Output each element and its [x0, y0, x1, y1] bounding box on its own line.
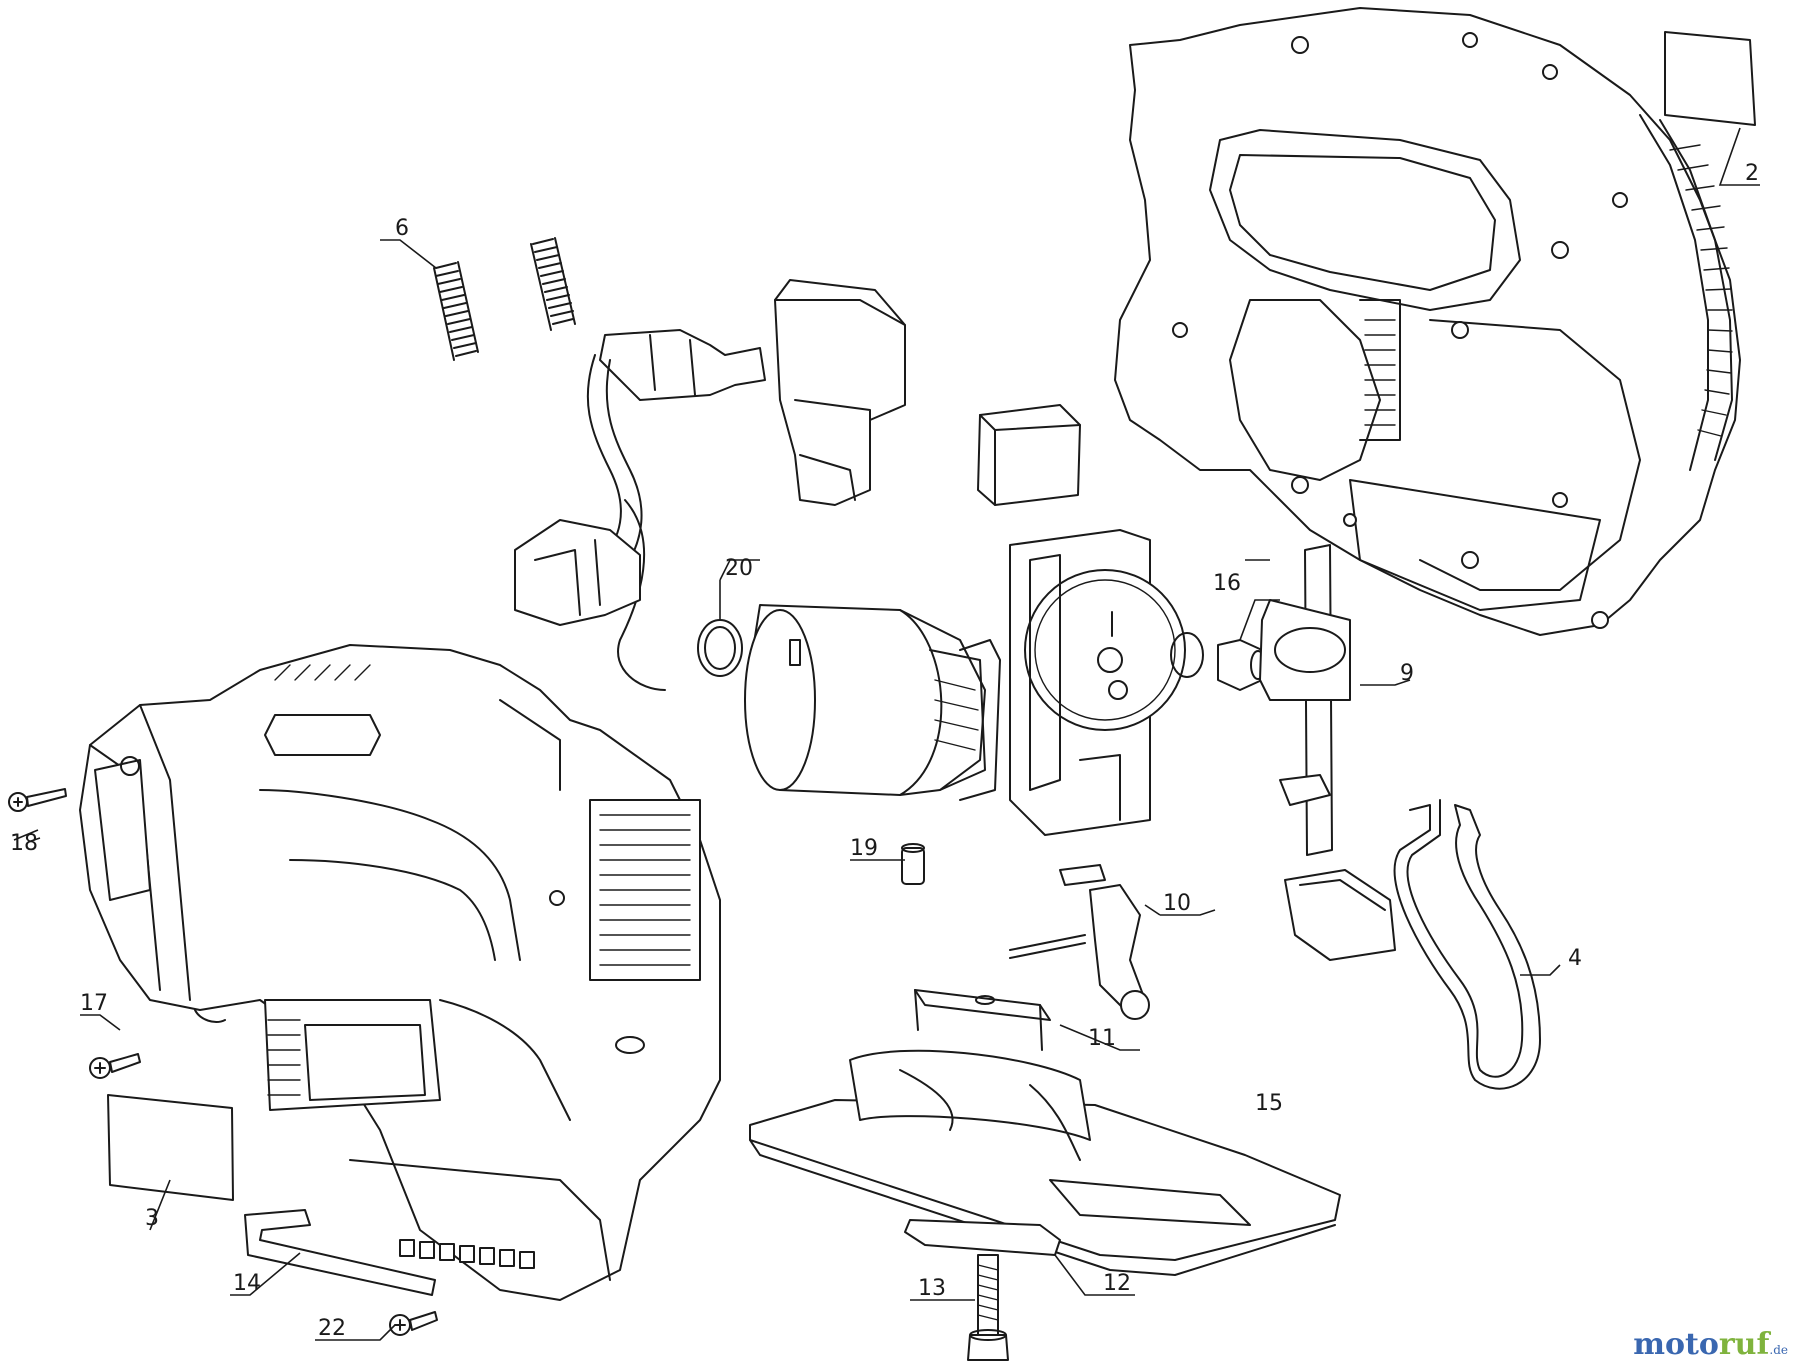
bolt-part-13 — [967, 1254, 1009, 1361]
label-plate-part-2 — [1664, 31, 1756, 126]
screw-part-17 — [89, 1053, 141, 1079]
callout-17: 17 — [80, 991, 108, 1016]
callout-20: 20 — [725, 556, 753, 581]
housing-half-part-2 — [1114, 7, 1741, 636]
callout-16: 16 — [1213, 571, 1241, 596]
washer — [1170, 632, 1204, 678]
watermark: motoruf.de — [1633, 1327, 1788, 1362]
callout-10: 10 — [1163, 891, 1191, 916]
callout-3: 3 — [145, 1206, 159, 1231]
callout-15: 15 — [1255, 1091, 1283, 1116]
hex-key-part-14 — [244, 1209, 436, 1296]
bushing-part-16 — [1217, 639, 1266, 691]
callout-18: 18 — [10, 831, 38, 856]
screw-part-22 — [389, 1311, 438, 1336]
callout-leaders — [13, 127, 1760, 1341]
callout-19: 19 — [850, 836, 878, 861]
o-ring-part-20 — [697, 619, 743, 677]
label-part-3 — [107, 1094, 234, 1201]
callout-22: 22 — [318, 1316, 346, 1341]
callout-2: 2 — [1745, 161, 1759, 186]
gear-housing — [1009, 529, 1186, 836]
callout-12: 12 — [1103, 1271, 1131, 1296]
clamp-part-12 — [904, 1219, 1061, 1256]
switch-and-wiring-assembly — [514, 279, 906, 691]
callout-6: 6 — [395, 216, 409, 241]
pin-part-19 — [901, 843, 925, 885]
motor-assembly — [744, 604, 1001, 801]
plunger-part-9 — [1259, 544, 1396, 961]
jigsaw-main-body — [79, 644, 721, 1301]
roller-arm-part-10 — [1009, 864, 1150, 1020]
screw-part-18 — [8, 788, 67, 812]
spring-part-6-b — [530, 237, 576, 331]
plate-block — [977, 404, 1081, 506]
callout-11: 11 — [1088, 1026, 1116, 1051]
callout-14: 14 — [233, 1271, 261, 1296]
spring-part-6 — [433, 261, 479, 361]
callout-4: 4 — [1568, 946, 1582, 971]
clip-part-11 — [914, 989, 1051, 1051]
base-shoe-part-15 — [749, 1049, 1341, 1276]
callout-labels: 2 3 4 6 9 10 11 12 13 14 15 16 17 18 19 … — [10, 161, 1759, 1341]
callout-9: 9 — [1400, 661, 1414, 686]
wire-guard-part-4 — [1393, 799, 1541, 1090]
callout-13: 13 — [918, 1276, 946, 1301]
